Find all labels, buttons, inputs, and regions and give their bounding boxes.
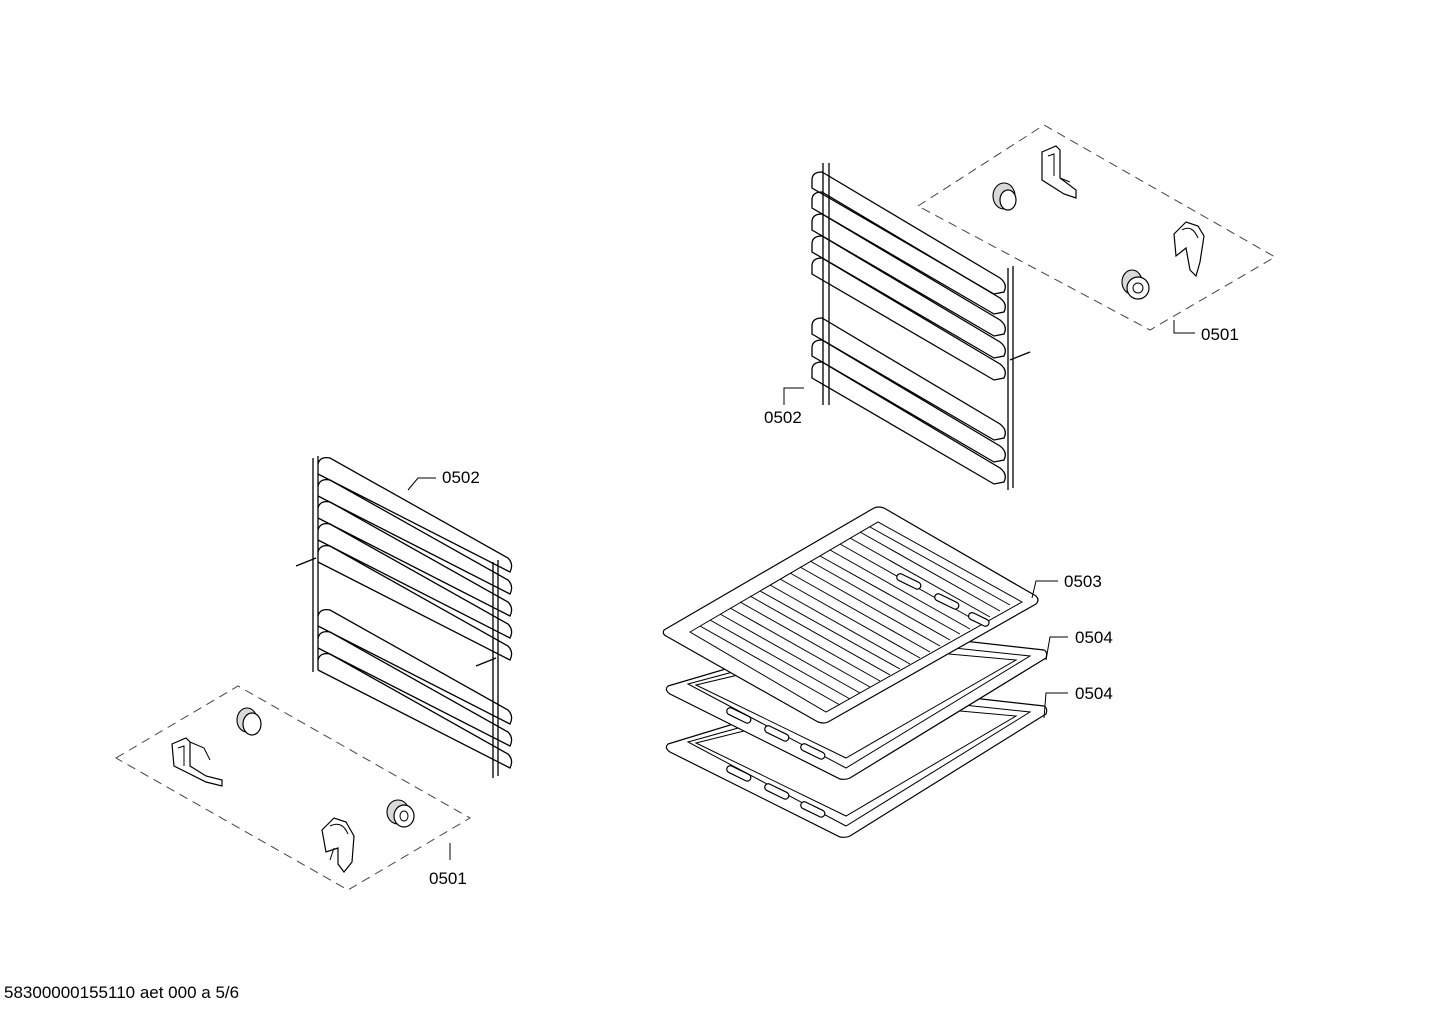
bush-icon: [386, 799, 415, 828]
document-id: 58300000155110 aet 000 a 5/6: [4, 983, 239, 1002]
part-label-0501-left: 0501: [429, 869, 467, 888]
roller-icon: [236, 707, 262, 736]
part-label-0501-right: 0501: [1201, 325, 1239, 344]
part-label-0504-lower: 0504: [1075, 684, 1113, 703]
clip-bracket-icon: [1041, 145, 1077, 199]
part-label-0502-left: 0502: [442, 468, 480, 487]
hook-clip-icon: [1173, 221, 1205, 278]
bush-icon: [1121, 269, 1150, 300]
roller-icon: [992, 182, 1017, 211]
part-label-0504-upper: 0504: [1075, 628, 1113, 647]
clip-set-left: [115, 685, 471, 891]
part-label-0502-right: 0502: [764, 408, 802, 427]
leader-lines: [407, 320, 1195, 860]
clip-bracket-icon: [171, 737, 223, 787]
wire-grid-shelf: [662, 506, 1039, 724]
hook-clip-icon: [321, 817, 355, 873]
clip-set-right: [917, 124, 1276, 331]
side-rack-right: [811, 163, 1031, 490]
side-rack-left: [295, 456, 513, 778]
part-label-0503: 0503: [1064, 572, 1102, 591]
